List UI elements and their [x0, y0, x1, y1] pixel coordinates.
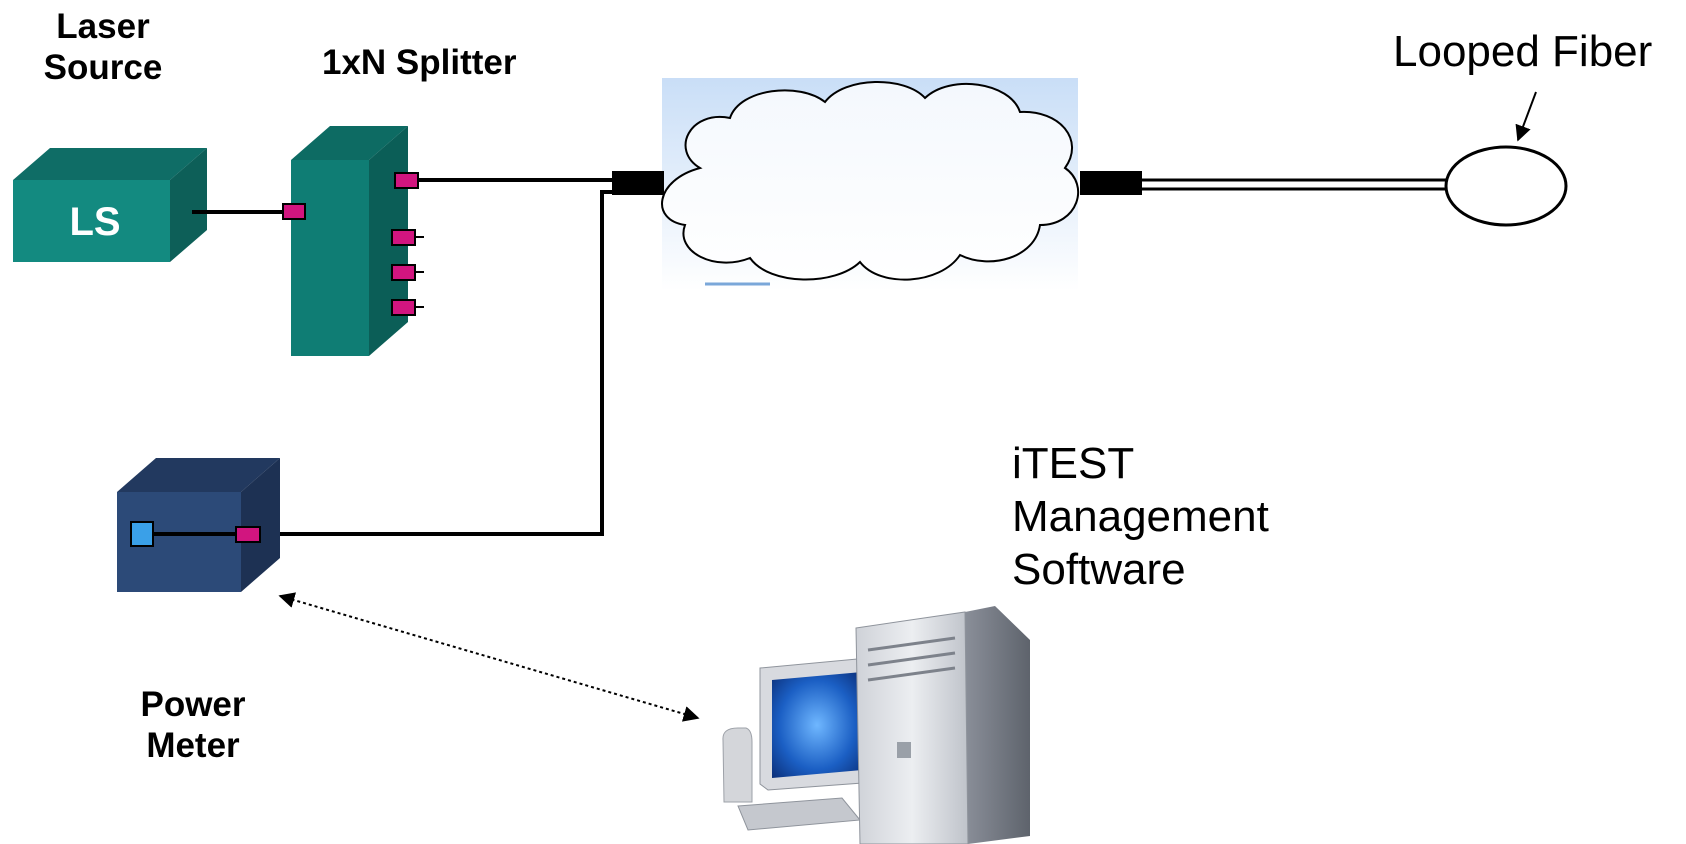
computer-speaker — [722, 727, 753, 803]
splitter-output-connector-2 — [391, 229, 416, 246]
fiber-cloud-to-power-meter — [280, 190, 612, 536]
ls-box-label: LS — [69, 200, 120, 244]
laser-source-box: LS — [13, 148, 207, 262]
tower-side — [965, 606, 1030, 844]
power-box-side — [241, 458, 280, 592]
power-box-top — [117, 458, 280, 492]
itest-software-label: iTEST Management Software — [1012, 439, 1269, 594]
looped-fiber-label: Looped Fiber — [1393, 27, 1653, 76]
tower-drive-bay-2 — [867, 651, 956, 667]
cloud-shape — [661, 81, 1080, 281]
computer-screen — [772, 672, 862, 778]
laser-source-label: Laser Source — [43, 7, 163, 88]
network-cloud-icon — [661, 78, 1080, 291]
splitter-input-connector — [282, 203, 306, 220]
tower-button — [897, 742, 911, 758]
cloud-right-connector — [1080, 171, 1142, 195]
splitter-output-connector-1 — [394, 172, 419, 189]
splitter-label: 1xN Splitter — [322, 43, 517, 82]
cloud-left-connector — [612, 171, 664, 195]
splitter-box — [291, 126, 408, 356]
looped-fiber-loop — [1444, 145, 1568, 227]
tower-front — [855, 611, 969, 844]
laser-box-front — [13, 180, 170, 262]
power-meter-label: Power Meter — [140, 685, 246, 766]
looped-fiber-pointer-arrow — [1515, 91, 1537, 142]
power-meter-port — [130, 521, 154, 547]
splitter-output-connector-4 — [391, 299, 416, 316]
splitter-box-front — [291, 160, 369, 356]
computer-keyboard — [737, 797, 861, 831]
power-meter-connector — [235, 526, 261, 543]
splitter-output-connector-3 — [391, 264, 416, 281]
tower-drive-bay-3 — [867, 666, 956, 682]
desktop-computer-icon — [722, 606, 1030, 844]
laser-box-top — [13, 148, 207, 180]
data-link-arrow — [278, 592, 700, 722]
tower-drive-bay-1 — [867, 636, 956, 652]
laser-box-side — [170, 148, 207, 262]
